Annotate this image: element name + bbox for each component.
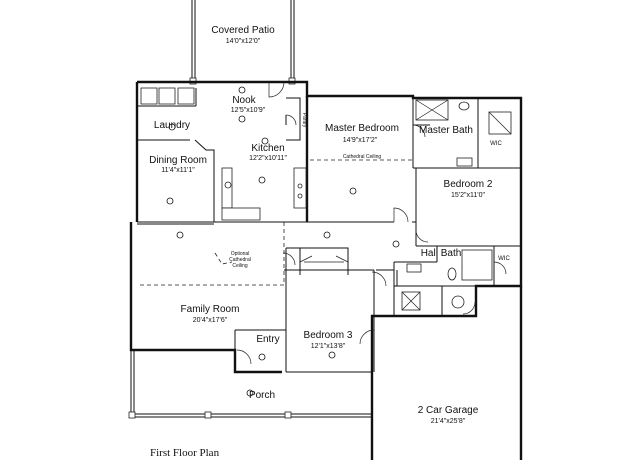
master-bedroom-dims: 14'9"x17'2" xyxy=(343,137,378,144)
family-room-name: Family Room xyxy=(181,304,240,315)
bedroom-2-dims: 15'2"x11'0" xyxy=(451,192,485,199)
entry-name: Entry xyxy=(256,334,279,345)
dining-room-dims: 11'4"x11'1" xyxy=(161,167,195,174)
optional-ceiling-line-3: Ceiling xyxy=(232,263,248,269)
ceiling-lights xyxy=(166,86,400,397)
garage-name: 2 Car Garage xyxy=(418,405,479,416)
optional-ceiling-line-2: Cathedral xyxy=(229,257,251,263)
pantry-label: Pantry xyxy=(301,113,307,128)
kitchen-dims: 12'2"x10'11" xyxy=(249,155,287,162)
bedroom-3-dims: 12'1"x13'8" xyxy=(311,343,346,350)
laundry-name: Laundry xyxy=(154,120,190,131)
fixtures xyxy=(140,87,512,311)
doors xyxy=(236,81,507,365)
room-labels: Covered Patio 14'0"x12'0" Nook 12'5"x10'… xyxy=(149,25,510,425)
covered-patio-name: Covered Patio xyxy=(211,25,275,36)
cathedral-ceiling-note: Cathedral Ceiling xyxy=(343,154,382,160)
hall-wic-label: WIC xyxy=(498,256,510,262)
plan-title: First Floor Plan xyxy=(150,447,220,459)
bedroom-3-name: Bedroom 3 xyxy=(304,330,353,341)
dining-room-name: Dining Room xyxy=(149,155,207,166)
hall-bath-name: Hall Bath xyxy=(421,248,462,259)
bedroom-2-name: Bedroom 2 xyxy=(444,179,493,190)
kitchen-name: Kitchen xyxy=(251,143,284,154)
ceiling-lines xyxy=(140,159,413,286)
garage-dims: 21'4"x25'8" xyxy=(431,418,466,425)
nook-name: Nook xyxy=(232,95,256,106)
family-room-dims: 20'4"x17'6" xyxy=(193,317,228,324)
porch-area xyxy=(128,350,372,419)
master-bath-name: Master Bath xyxy=(419,125,473,136)
master-bedroom-name: Master Bedroom xyxy=(325,123,399,134)
master-wic-label: WIC xyxy=(490,141,502,147)
optional-ceiling-line-1: Optional xyxy=(231,251,250,257)
nook-dims: 12'5"x10'9" xyxy=(231,107,266,114)
covered-patio-dims: 14'0"x12'0" xyxy=(226,38,261,45)
porch-name: Porch xyxy=(249,390,275,401)
interior-walls xyxy=(137,88,521,373)
